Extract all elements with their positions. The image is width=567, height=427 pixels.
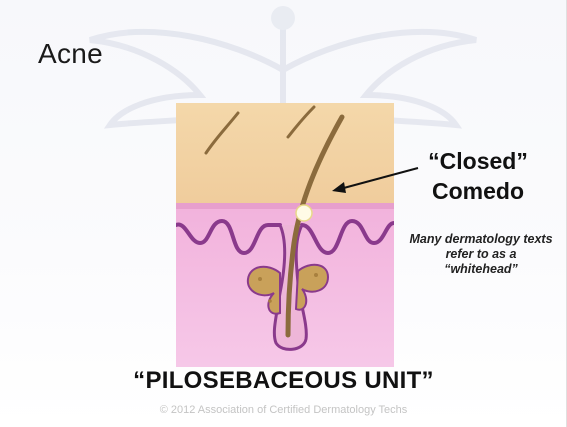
pilosebaceous-unit-label: “PILOSEBACEOUS UNIT” (0, 367, 567, 395)
whitehead-note: Many dermatology texts refer to as a “wh… (396, 232, 566, 277)
note-line: Many dermatology texts (396, 232, 566, 247)
closed-label-text: “Closed” (412, 146, 544, 176)
note-line: “whitehead” (396, 262, 566, 277)
copyright-text: © 2012 Association of Certified Dermatol… (0, 404, 567, 416)
comedo-label: “Closed” Comedo (412, 146, 544, 206)
comedo-label-text: Comedo (412, 176, 544, 206)
note-line: refer to as a (396, 247, 566, 262)
